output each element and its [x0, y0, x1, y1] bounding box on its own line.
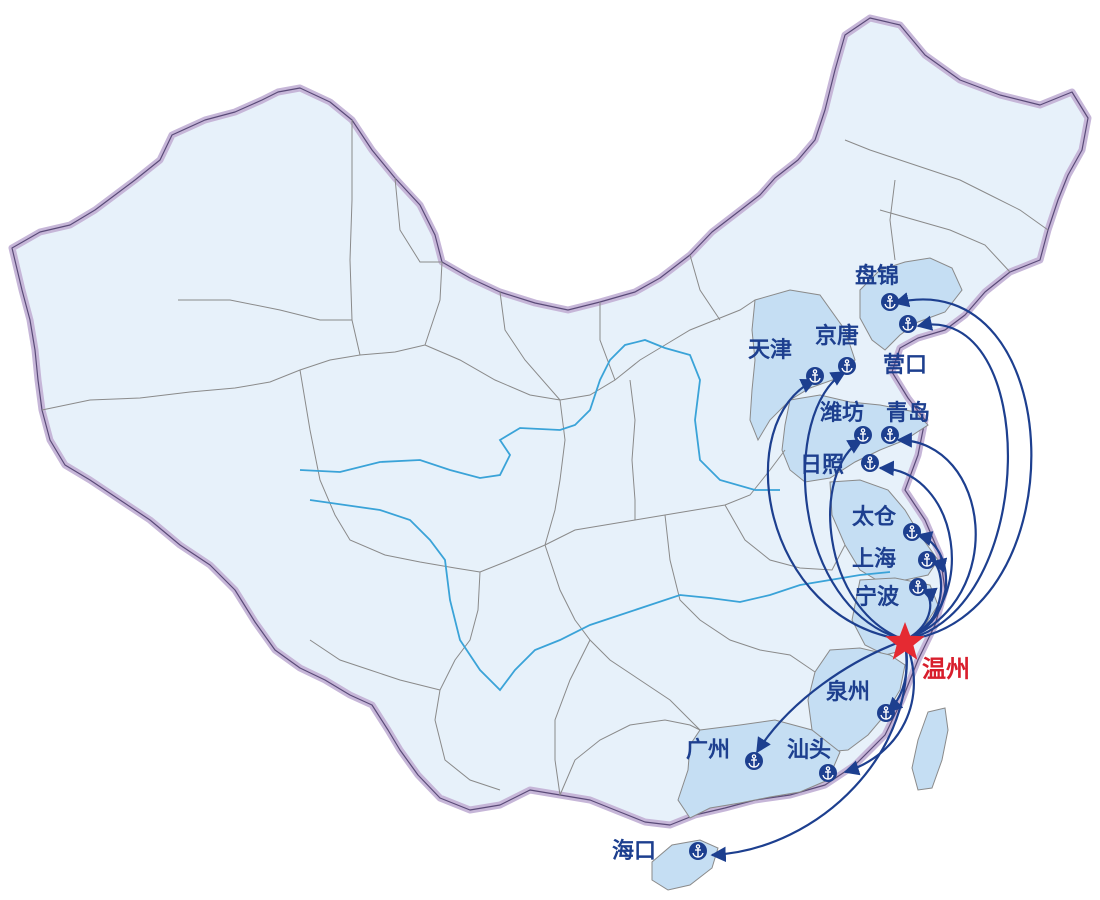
hub-label-wenzhou: 温州 [922, 655, 970, 683]
liaoning-region [859, 257, 963, 351]
route-haikou [710, 639, 908, 863]
red-star-icon [885, 622, 925, 660]
route-shantou [843, 639, 915, 776]
port-label-jingtang: 京唐 [815, 323, 859, 349]
port-label-qingdao: 青岛 [886, 400, 930, 426]
route-shanghai [904, 557, 948, 642]
rivers [299, 339, 891, 692]
port-label-taicang: 太仓 [852, 504, 897, 530]
anchor-icon-haikou [688, 841, 708, 861]
guangdong-region [677, 719, 841, 819]
china-outline-inner [11, 17, 1089, 826]
port-label-ningbo: 宁波 [855, 584, 900, 610]
route-weifang [829, 439, 906, 642]
anchor-icon-weifang [853, 425, 873, 445]
hainan-island [651, 839, 719, 891]
anchor-icon-panjin [880, 292, 900, 312]
port-label-weifang: 潍坊 [820, 400, 864, 426]
yangtze-river [309, 499, 891, 692]
anchor-icon-ningbo [908, 577, 928, 597]
anchor-icon-quanzhou [876, 703, 896, 723]
port-label-rizhao: 日照 [800, 453, 844, 478]
anchor-icon-qingdao [880, 425, 900, 445]
province-borders [41, 120, 1049, 796]
port-label-quanzhou: 泉州 [826, 679, 870, 705]
port-label-shanghai: 上海 [852, 546, 896, 572]
anchor-icon-rizhao [860, 453, 880, 473]
anchor-icon-guangzhou [744, 751, 764, 771]
port-label-guangzhou: 广州 [686, 737, 730, 763]
route-guangzhou [756, 638, 906, 754]
route-panjin [893, 292, 1033, 642]
anchor-icon-jingtang [837, 356, 857, 376]
anchor-icon-taicang [902, 522, 922, 542]
port-label-yingkou: 营口 [883, 353, 927, 378]
port-label-tianjin: 天津 [748, 337, 792, 363]
route-yingkou [904, 315, 1009, 642]
yellow-river [299, 339, 780, 491]
port-labels: 盘锦 营口 天津 京唐 潍坊 青岛 日照 太仓 上海 宁波 泉州 汕头 广州 海… [612, 263, 970, 864]
route-qingdao [896, 432, 977, 642]
fujian-region [807, 647, 906, 753]
port-label-panjin: 盘锦 [855, 263, 899, 289]
taiwan-island [911, 707, 949, 791]
anchor-icon-shantou [818, 763, 838, 783]
route-tianjin [766, 378, 906, 642]
anchor-icon-shanghai [917, 550, 937, 570]
anchor-icon-yingkou [898, 314, 918, 334]
shipping-routes [710, 292, 1033, 863]
port-label-shantou: 汕头 [787, 738, 831, 763]
port-label-haikou: 海口 [612, 838, 656, 864]
route-jingtang [803, 371, 906, 642]
anchor-icon-tianjin [805, 366, 825, 386]
